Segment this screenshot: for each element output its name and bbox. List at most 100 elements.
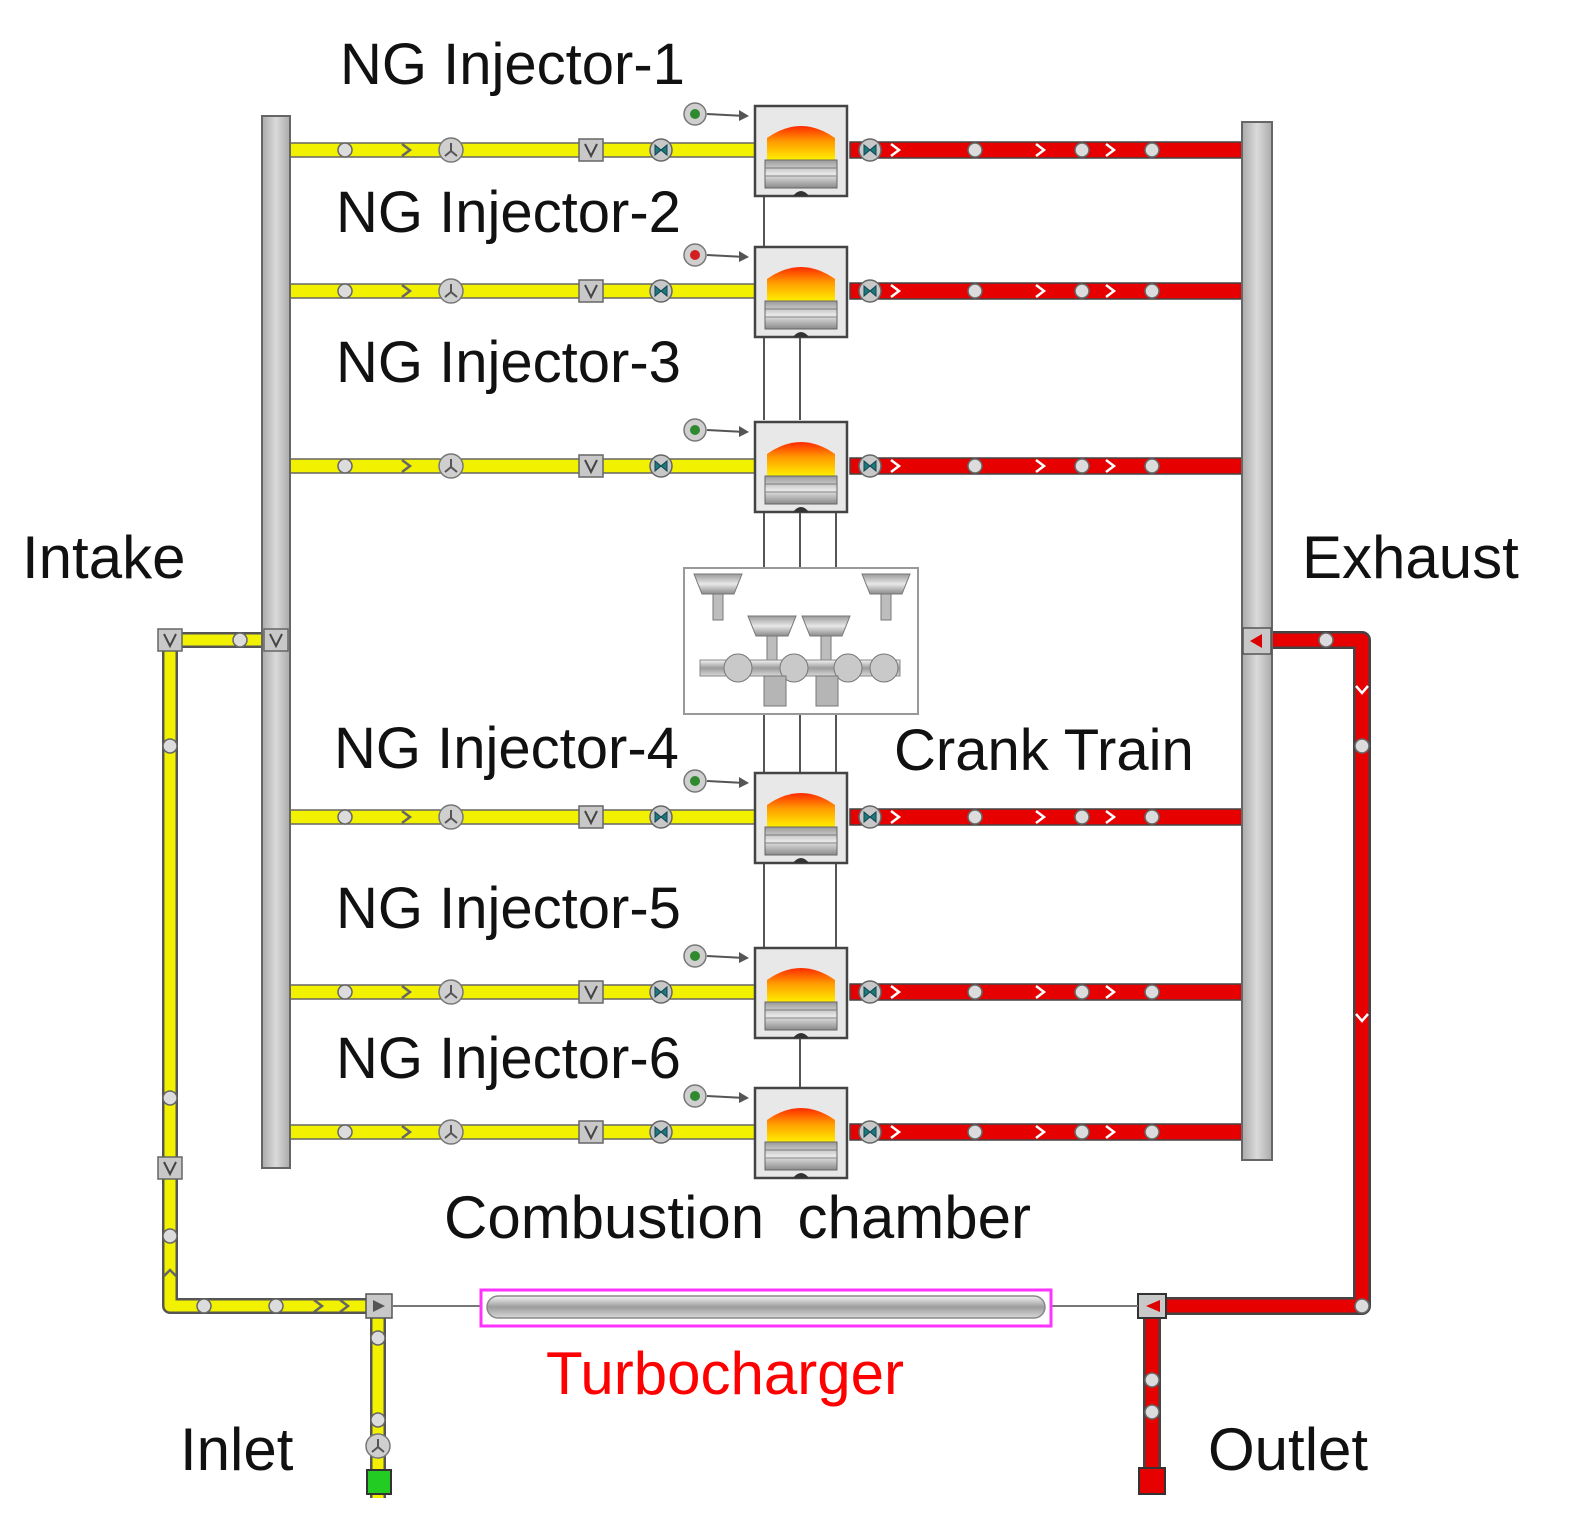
flow-arrow-icon (1105, 143, 1117, 157)
cylinder-row-5 (337, 944, 1160, 1040)
junction-node-icon (196, 1298, 212, 1314)
valve-icon (578, 138, 604, 162)
junction-node-icon (337, 142, 353, 158)
intake-runner (287, 283, 759, 299)
junction-node-icon (1074, 984, 1090, 1000)
port-valve-icon (649, 1120, 673, 1144)
cylinder-icon (753, 946, 849, 1040)
flow-arrow-icon (1105, 459, 1117, 473)
cylinder-row-4 (337, 769, 1160, 865)
exhaust-runner (849, 457, 1245, 475)
flow-arrow-icon (163, 1268, 177, 1277)
throttle-icon (438, 1119, 464, 1145)
junction-node-icon (337, 984, 353, 1000)
valve-icon (578, 980, 604, 1004)
port-valve-icon (858, 138, 882, 162)
junction-node-icon (1074, 809, 1090, 825)
turbocharger-icon (392, 1288, 1138, 1328)
flow-arrow-icon (1355, 1013, 1369, 1023)
port-valve-icon (858, 980, 882, 1004)
junction-node-icon (1144, 1404, 1160, 1420)
injector-label-6: NG Injector-6 (336, 1026, 681, 1091)
cylinder-row-6 (337, 1084, 1160, 1180)
valve-icon (578, 1120, 604, 1144)
injector-label-2: NG Injector-2 (336, 180, 681, 245)
flow-arrow-icon (401, 1125, 413, 1139)
junction-node-icon (967, 1124, 983, 1140)
outlet-label: Outlet (1208, 1416, 1369, 1483)
junction-node-icon (1074, 142, 1090, 158)
junction-node-icon (1144, 142, 1160, 158)
exhaust-label: Exhaust (1302, 524, 1519, 591)
flow-arrow-icon (890, 810, 902, 824)
combustion-chamber-label: Combustion chamber (444, 1184, 1031, 1251)
port-valve-icon (649, 805, 673, 829)
exhaust-loop-components (1137, 627, 1370, 1495)
outlet-port-icon (1138, 1467, 1166, 1495)
port-valve-icon (858, 805, 882, 829)
flow-arrow-icon (401, 985, 413, 999)
port-valve-icon (649, 980, 673, 1004)
exhaust-runner (849, 282, 1245, 300)
valve-icon (157, 1156, 183, 1180)
throttle-icon (438, 804, 464, 830)
injector-label-4: NG Injector-4 (334, 716, 679, 781)
flow-arrow-icon (339, 1299, 351, 1313)
cylinder-icon (753, 1086, 849, 1180)
junction-node-icon (1144, 984, 1160, 1000)
flow-arrow-icon (890, 143, 902, 157)
cylinder-icon (753, 104, 849, 198)
junction-node-icon (232, 632, 248, 648)
fuel-injector-icon (683, 769, 749, 793)
inlet-port-icon (366, 1469, 392, 1495)
port-valve-icon (858, 279, 882, 303)
port-valve-icon (649, 454, 673, 478)
valve-icon (157, 628, 183, 652)
exhaust-runner (849, 1123, 1245, 1141)
junction-node-icon (268, 1298, 284, 1314)
junction-node-icon (1354, 738, 1370, 754)
injector-label-5: NG Injector-5 (336, 876, 681, 941)
cylinder-row-1 (337, 102, 1160, 198)
fuel-injector-icon (683, 944, 749, 968)
intake-runner (287, 142, 759, 158)
junction-node-icon (1144, 283, 1160, 299)
fuel-injector-icon (683, 243, 749, 267)
port-valve-icon (858, 454, 882, 478)
flow-arrow-icon (890, 284, 902, 298)
flow-arrow-icon (890, 985, 902, 999)
flow-arrow-icon (401, 284, 413, 298)
flow-arrow-icon (1105, 810, 1117, 824)
flow-arrow-icon (890, 459, 902, 473)
turbocharger-frame (479, 1288, 1053, 1328)
intake-runner (287, 458, 759, 474)
throttle-icon (438, 453, 464, 479)
valve-icon (578, 454, 604, 478)
flow-arrow-icon (401, 143, 413, 157)
valve-icon (578, 279, 604, 303)
flow-arrow-icon (401, 459, 413, 473)
valve-icon (263, 628, 289, 652)
junction-node-icon (370, 1412, 386, 1428)
junction-node-icon (1074, 1124, 1090, 1140)
junction-node-icon (967, 458, 983, 474)
flow-arrow-icon (1035, 459, 1047, 473)
junction-node-icon (1074, 458, 1090, 474)
flow-arrow-icon (890, 1125, 902, 1139)
cylinder-icon (753, 771, 849, 865)
flow-arrow-icon (1105, 284, 1117, 298)
turbocharger-shaft (486, 1295, 1046, 1319)
junction-node-icon (370, 1330, 386, 1346)
crank-train-label: Crank Train (894, 718, 1194, 783)
connecting-rods (763, 192, 837, 1090)
cylinder-icon (753, 245, 849, 339)
junction-node-icon (967, 984, 983, 1000)
flow-arrow-icon (313, 1299, 325, 1313)
junction-node-icon (337, 1124, 353, 1140)
intake-loop-components (157, 628, 393, 1495)
junction-node-icon (337, 458, 353, 474)
turbocharger-label: Turbocharger (546, 1340, 904, 1407)
junction-node-icon (1354, 1298, 1370, 1314)
junction-node-icon (967, 283, 983, 299)
